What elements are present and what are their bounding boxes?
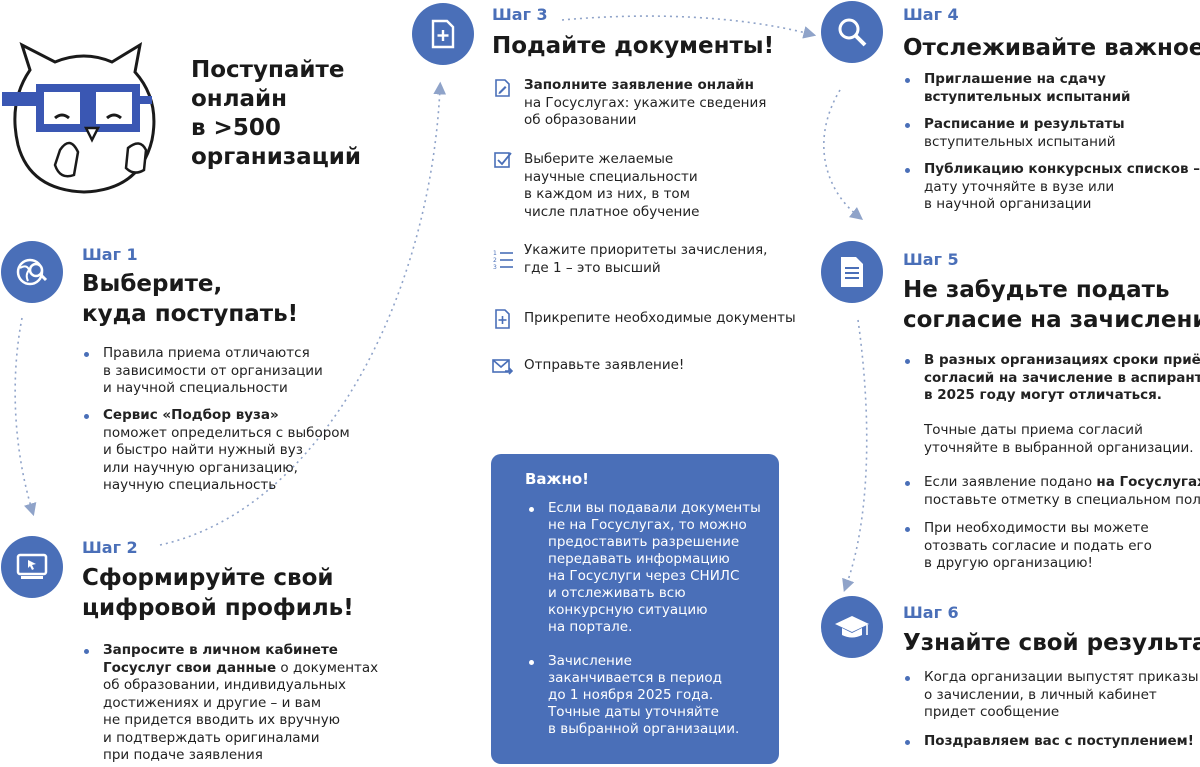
step1-title: Выберите, куда поступать! bbox=[82, 271, 299, 327]
step4-label: Шаг 4 bbox=[903, 5, 959, 24]
step1-bullet-service: Сервис «Подбор вуза» поможет определитьс… bbox=[84, 407, 350, 495]
send-mail-icon bbox=[491, 356, 514, 376]
step4-bullet-lists: Публикацию конкурсных списков – дату уто… bbox=[905, 161, 1200, 214]
step6-graduation-cap-icon bbox=[821, 596, 883, 658]
step4-title: Отслеживайте важное! bbox=[903, 35, 1200, 61]
step2-title: Сформируйте свой цифровой профиль! bbox=[82, 565, 354, 621]
step3-item-choose-specialties: Выберите желаемые научные специальности … bbox=[524, 151, 700, 220]
svg-text:2: 2 bbox=[493, 257, 497, 264]
step5-bullet-gosuslugi: Если заявление подано на Госуслугах – по… bbox=[905, 474, 1200, 509]
step6-bullet-congrats: Поздравляем вас с поступлением! bbox=[905, 733, 1194, 751]
plus-document-icon bbox=[493, 309, 513, 329]
pen-document-icon bbox=[493, 78, 513, 98]
step3-label: Шаг 3 bbox=[492, 5, 548, 24]
step2-monitor-icon bbox=[1, 536, 63, 598]
step3-item-attach-documents: Прикрепите необходимые документы bbox=[524, 310, 796, 326]
arrow-step4-to-step5 bbox=[823, 89, 864, 220]
arrow-step1-to-step2 bbox=[14, 317, 37, 517]
mascot-owl-illustration bbox=[0, 40, 168, 200]
step3-title: Подайте документы! bbox=[492, 33, 775, 59]
step2-bullet-profile: Запросите в личном кабинете Госуслуг сво… bbox=[84, 642, 378, 765]
step3-item-fill-form: Заполните заявление онлайн на Госуслугах… bbox=[524, 77, 767, 128]
step5-title: Не забудьте подать согласие на зачислени… bbox=[903, 277, 1200, 333]
step1-bullet-rules: Правила приема отличаются в зависимости … bbox=[84, 345, 323, 398]
important-notice-box: Важно! Если вы подавали документы не на … bbox=[491, 454, 779, 764]
step3-add-document-icon bbox=[412, 3, 474, 65]
svg-text:3: 3 bbox=[493, 264, 497, 270]
step1-globe-search-icon bbox=[1, 241, 63, 303]
important-bullet-deadline: Зачисление заканчивается в период до 1 н… bbox=[529, 653, 739, 738]
important-bullet-snils: Если вы подавали документы не на Госуслу… bbox=[529, 500, 761, 636]
hero-headline: Поступайте онлайн в >500 организаций bbox=[191, 57, 361, 170]
step3-item-priorities: Укажите приоритеты зачисления, где 1 – э… bbox=[524, 242, 768, 276]
important-title: Важно! bbox=[525, 470, 589, 488]
step1-label: Шаг 1 bbox=[82, 245, 138, 264]
step5-bullet-deadlines: В разных организациях сроки приёма согла… bbox=[905, 352, 1200, 457]
step6-bullet-notification: Когда организации выпустят приказы о зач… bbox=[905, 669, 1199, 722]
svg-text:1: 1 bbox=[493, 250, 497, 257]
step4-bullet-schedule: Расписание и результаты вступительных ис… bbox=[905, 116, 1125, 151]
step3-item-send: Отправьте заявление! bbox=[524, 357, 685, 373]
step5-document-icon bbox=[821, 241, 883, 303]
checkbox-icon bbox=[493, 150, 513, 170]
arrow-step5-to-step6 bbox=[842, 319, 868, 593]
step4-magnifier-icon bbox=[821, 1, 883, 63]
step6-title: Узнайте свой результат! bbox=[903, 630, 1200, 656]
step2-label: Шаг 2 bbox=[82, 538, 138, 557]
step5-label: Шаг 5 bbox=[903, 250, 959, 269]
step6-label: Шаг 6 bbox=[903, 603, 959, 622]
step4-bullet-invitation: Приглашение на сдачу вступительных испыт… bbox=[905, 71, 1130, 106]
step5-bullet-withdraw: При необходимости вы можете отозвать сог… bbox=[905, 520, 1152, 573]
